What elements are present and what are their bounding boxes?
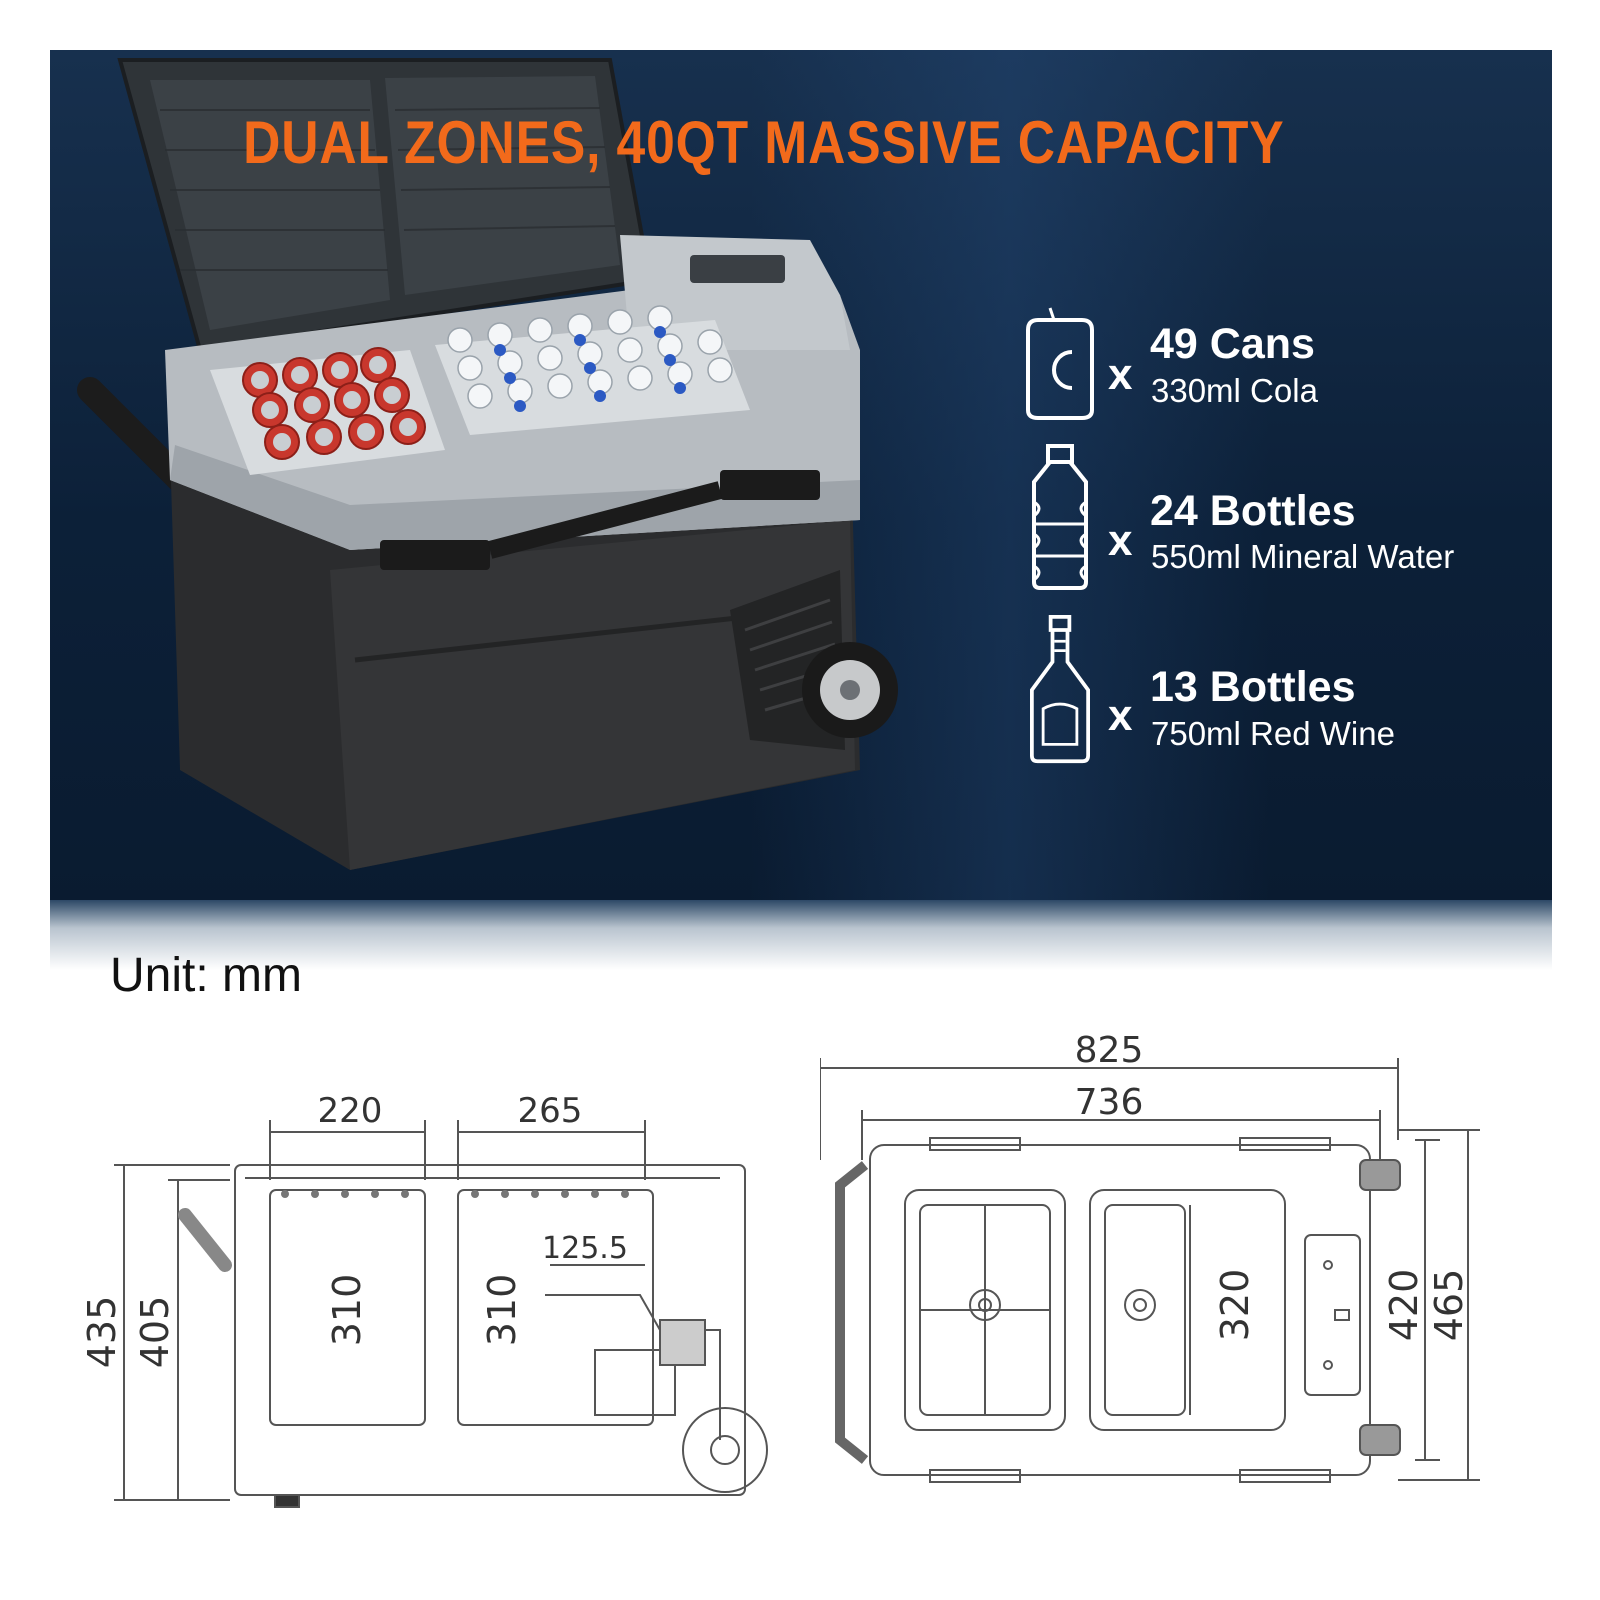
top-height-label-body: 420 xyxy=(1382,1269,1426,1342)
top-width-label-overall: 825 xyxy=(1075,1030,1144,1071)
side-height-label-inner: 405 xyxy=(133,1296,177,1369)
capacity-item-water-bottles: x 24 Bottles 550ml Mineral Water xyxy=(1020,442,1552,592)
capacity-title: 49 Cans xyxy=(1150,320,1315,368)
multiplier-x: x xyxy=(1108,691,1133,740)
top-width-label-body: 736 xyxy=(1075,1082,1144,1123)
headline: DUAL ZONES, 40QT MASSIVE CAPACITY xyxy=(243,109,1285,176)
multiplier-x: x xyxy=(1108,350,1133,399)
wine-bottle-icon xyxy=(1030,615,1090,764)
water-bottle-icon xyxy=(1032,444,1088,590)
multiplier-x: x xyxy=(1108,516,1133,565)
side-view-diagram: 220 265 125.5 435 405 310 310 xyxy=(80,1091,768,1508)
unit-label: Unit: mm xyxy=(110,949,302,1002)
capacity-title: 13 Bottles xyxy=(1150,663,1356,711)
capacity-subtitle: 550ml Mineral Water xyxy=(1151,538,1455,575)
compartment-depth-label-1: 310 xyxy=(325,1274,369,1347)
capacity-banner: DUAL ZONES, 40QT MASSIVE CAPACITY x 49 C… xyxy=(50,50,1552,910)
capacity-subtitle: 750ml Red Wine xyxy=(1151,715,1395,752)
can-icon xyxy=(1026,307,1094,420)
side-width-label-1: 220 xyxy=(318,1091,383,1131)
banner-fade xyxy=(50,900,1552,970)
capacity-title: 24 Bottles xyxy=(1150,487,1356,535)
top-height-label-overall: 465 xyxy=(1427,1269,1471,1342)
side-height-label-outer: 435 xyxy=(80,1296,124,1369)
top-view-diagram: 825 736 320 420 465 xyxy=(820,1030,1480,1483)
capacity-subtitle: 330ml Cola xyxy=(1151,372,1318,409)
capacity-item-cans: x 49 Cans 330ml Cola xyxy=(1020,300,1552,450)
top-height-label-inner: 320 xyxy=(1213,1269,1257,1342)
side-offset-label: 125.5 xyxy=(542,1231,628,1266)
compartment-depth-label-2: 310 xyxy=(480,1274,524,1347)
side-width-label-2: 265 xyxy=(518,1091,583,1131)
capacity-item-wine-bottles: x 13 Bottles 750ml Red Wine xyxy=(1020,615,1552,765)
fridge-product-image xyxy=(77,58,898,870)
